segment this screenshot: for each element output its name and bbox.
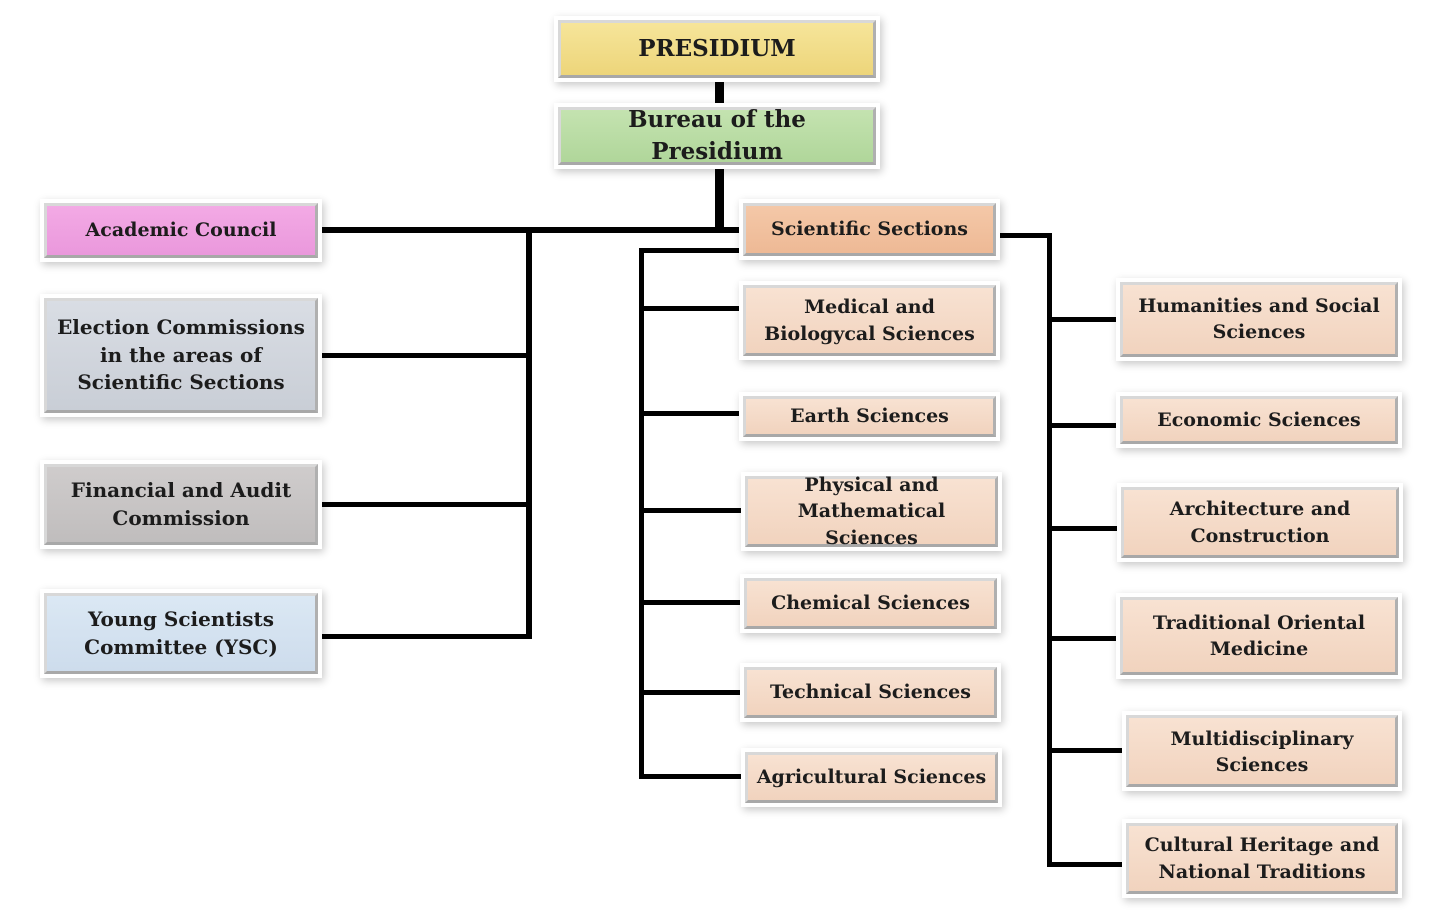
connector-col1-physical — [639, 508, 745, 513]
section-medical-biological: Medical and Biologycal Sciences — [743, 285, 996, 356]
academic-council-box: Academic Council — [44, 203, 318, 258]
section-agricultural: Agricultural Sciences — [745, 752, 998, 803]
connector-left-vertical — [526, 227, 532, 639]
connector-presidium-bureau — [715, 80, 724, 104]
section-cultural-heritage: Cultural Heritage and National Tradition… — [1126, 823, 1398, 894]
connector-col2-vertical — [1047, 233, 1052, 867]
section-technical: Technical Sciences — [744, 667, 997, 718]
bureau-box: Bureau of the Presidium — [558, 106, 876, 165]
connector-col2-top — [1000, 233, 1052, 238]
connector-col1-medical — [639, 306, 745, 311]
connector-col1-chemical — [639, 600, 745, 605]
connector-col1-agricultural — [639, 774, 745, 779]
presidium-box: PRESIDIUM — [558, 20, 876, 78]
section-physical-mathematical: Physical and Mathematical Sciences — [745, 474, 998, 549]
connector-col1-top — [639, 248, 745, 253]
connector-col2-architecture — [1047, 526, 1122, 531]
young-scientists-box: Young Scientists Committee (YSC) — [44, 593, 318, 674]
section-traditional-oriental-medicine: Traditional Oriental Medicine — [1120, 597, 1398, 675]
connector-col1-technical — [639, 690, 745, 695]
connector-col2-oriental — [1047, 636, 1122, 641]
connector-col1-vertical — [639, 248, 644, 779]
financial-audit-box: Financial and Audit Commission — [44, 464, 318, 545]
connector-main-horizontal — [318, 227, 746, 233]
section-economic: Economic Sciences — [1120, 396, 1398, 444]
connector-col2-cultural — [1047, 862, 1122, 867]
connector-bureau-down — [715, 167, 724, 232]
connector-col2-multidisciplinary — [1047, 748, 1122, 753]
section-chemical: Chemical Sciences — [744, 578, 997, 629]
election-commissions-box: Election Commissions in the areas of Sci… — [44, 298, 318, 413]
connector-col2-economic — [1047, 423, 1122, 428]
connector-young — [318, 634, 532, 639]
section-humanities-social: Humanities and Social Sciences — [1120, 282, 1398, 357]
section-architecture-construction: Architecture and Construction — [1121, 487, 1399, 558]
connector-election — [318, 353, 532, 358]
connector-col1-earth — [639, 411, 745, 416]
connector-col2-humanities — [1047, 317, 1122, 322]
scientific-sections-box: Scientific Sections — [743, 203, 996, 256]
section-earth: Earth Sciences — [743, 396, 996, 437]
section-multidisciplinary: Multidisciplinary Sciences — [1126, 715, 1398, 787]
connector-financial — [318, 502, 532, 507]
